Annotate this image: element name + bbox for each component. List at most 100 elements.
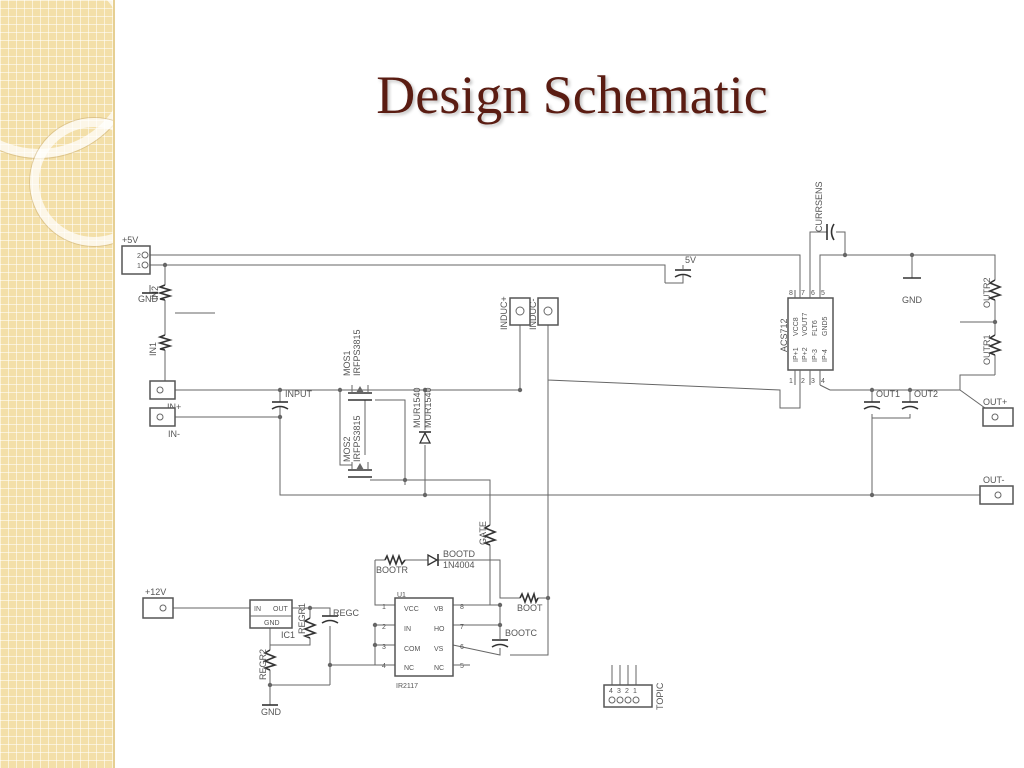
label-ip2: IP+2 xyxy=(802,347,809,362)
junctions xyxy=(162,252,998,688)
label-mur1540-a: MUR1540 xyxy=(412,387,422,428)
capacitor-input: INPUT xyxy=(271,389,313,417)
decorative-ring-small xyxy=(30,118,113,246)
label-plus-12v: +12V xyxy=(145,587,166,597)
diode-bootd: BOOTD 1N4004 xyxy=(427,549,476,570)
label-gnd-a: GND xyxy=(138,294,159,304)
pin-label: 5 xyxy=(460,663,464,670)
pin-label: 6 xyxy=(460,644,464,651)
label-u-nc2: NC xyxy=(434,665,444,672)
label-out-plus: OUT+ xyxy=(983,397,1007,407)
junction-dot xyxy=(402,477,408,483)
pin-label: 8 xyxy=(460,604,464,611)
junction-dot xyxy=(869,387,875,393)
ic-acs712: 8 7 6 5 1 2 3 4 ACS712 VCC8 VOUT7 FLT6 G… xyxy=(779,290,834,391)
label-u-nc: NC xyxy=(404,665,414,672)
resistor-boot: BOOT xyxy=(517,591,543,613)
junction-dot xyxy=(842,252,848,258)
ground-symbol-a xyxy=(142,285,158,294)
pin-label: 5 xyxy=(821,290,825,297)
label-ir2117: IR2117 xyxy=(396,683,418,690)
label-topic: TOPIC xyxy=(655,682,665,710)
ic-ir2117: U1 VCC IN COM NC VB HO VS NC 1 2 3 4 8 7… xyxy=(382,592,470,690)
junction-dot xyxy=(422,492,428,498)
label-1n4004: 1N4004 xyxy=(443,560,475,570)
label-mos1: MOS1 xyxy=(342,350,352,376)
junction-dot xyxy=(372,622,378,628)
label-in1: IN1 xyxy=(148,342,158,356)
label-out2: OUT2 xyxy=(914,389,938,399)
label-u-vb: VB xyxy=(434,606,444,613)
pin-label: 2 xyxy=(801,378,805,385)
junction-dot xyxy=(497,622,503,628)
pin-label: 4 xyxy=(609,688,613,695)
junction-dot xyxy=(267,682,273,688)
pin-label: 1 xyxy=(382,604,386,611)
label-gnd-c: GND xyxy=(261,707,282,717)
junction-dot xyxy=(327,662,333,668)
resistor-bootr: BOOTR xyxy=(376,553,409,575)
label-reg-in: IN xyxy=(254,606,261,613)
label-reg-out: OUT xyxy=(273,606,289,613)
resistor-gate: GATE xyxy=(478,521,498,546)
pin-label: 4 xyxy=(382,663,386,670)
junction-dot xyxy=(992,319,998,325)
pin-label: 3 xyxy=(811,378,815,385)
diode-mur1540: MUR1540 MUR1540 xyxy=(412,387,433,444)
junction-dot xyxy=(277,387,283,393)
label-u-vs: VS xyxy=(434,646,444,653)
label-bootd: BOOTD xyxy=(443,549,476,559)
mosfet-mos2: MOS2 IRFPS3815 xyxy=(342,415,372,478)
junction-dot xyxy=(422,387,428,393)
pin-label: 8 xyxy=(789,290,793,297)
connector-12v: +12V xyxy=(142,587,174,619)
label-cap-5v: 5V xyxy=(685,255,696,265)
resistor-in1: IN1 xyxy=(148,334,173,356)
label-outr2: OUTR2 xyxy=(982,277,992,308)
wires xyxy=(150,231,996,705)
junction-dot xyxy=(497,602,503,608)
capacitor-bootc: BOOTC xyxy=(491,628,538,648)
pin-label: 4 xyxy=(821,378,825,385)
label-mur1540-b: MUR1540 xyxy=(423,387,433,428)
label-gnd-b: GND xyxy=(902,295,923,305)
label-u-ho: HO xyxy=(434,626,445,633)
label-input: INPUT xyxy=(285,389,313,399)
label-induc-plus: INDUC+ xyxy=(499,296,509,330)
connector-5v: +5V 2 1 GND xyxy=(121,235,159,304)
label-irfps3815-1: IRFPS3815 xyxy=(352,329,362,376)
pin-label: 1 xyxy=(633,688,637,695)
connector-induc-minus: INDUC- xyxy=(528,297,559,330)
resistor-outr2: OUTR2 xyxy=(982,277,1003,308)
junction-dot xyxy=(162,262,168,268)
label-ic1: IC1 xyxy=(281,630,295,640)
pin-label: 2 xyxy=(137,253,141,260)
label-ip1: IP+1 xyxy=(793,347,800,362)
pin-label: 1 xyxy=(137,263,141,270)
pin-label: 6 xyxy=(811,290,815,297)
ground-symbol-b: GND xyxy=(902,277,923,305)
junction-dot xyxy=(307,605,313,611)
junction-dot xyxy=(907,387,913,393)
label-ip4: IP-4 xyxy=(822,349,829,362)
label-gnd5: GND5 xyxy=(822,316,829,336)
capacitor-currsens: CURRSENS xyxy=(814,181,835,241)
label-outr1: OUTR1 xyxy=(982,334,992,365)
label-u-vcc: VCC xyxy=(404,606,419,613)
mosfet-mos1: MOS1 IRFPS3815 xyxy=(342,329,372,401)
connector-out-plus: OUT+ xyxy=(982,397,1014,427)
slide-title: Design Schematic xyxy=(376,65,768,125)
pin-label: 2 xyxy=(382,624,386,631)
connector-induc-plus: INDUC+ xyxy=(499,296,531,330)
capacitor-out2: OUT2 xyxy=(901,389,938,410)
label-u-com: COM xyxy=(404,646,421,653)
label-in-minus: IN- xyxy=(168,429,180,439)
ic-regulator: IN OUT GND IC1 xyxy=(249,599,295,640)
label-regr2: REGR2 xyxy=(258,649,268,680)
label-irfps3815-2: IRFPS3815 xyxy=(352,415,362,462)
resistor-regr2: REGR2 xyxy=(258,649,278,680)
junction-dot xyxy=(372,642,378,648)
label-bootc: BOOTC xyxy=(505,628,538,638)
junction-dot xyxy=(517,387,523,393)
